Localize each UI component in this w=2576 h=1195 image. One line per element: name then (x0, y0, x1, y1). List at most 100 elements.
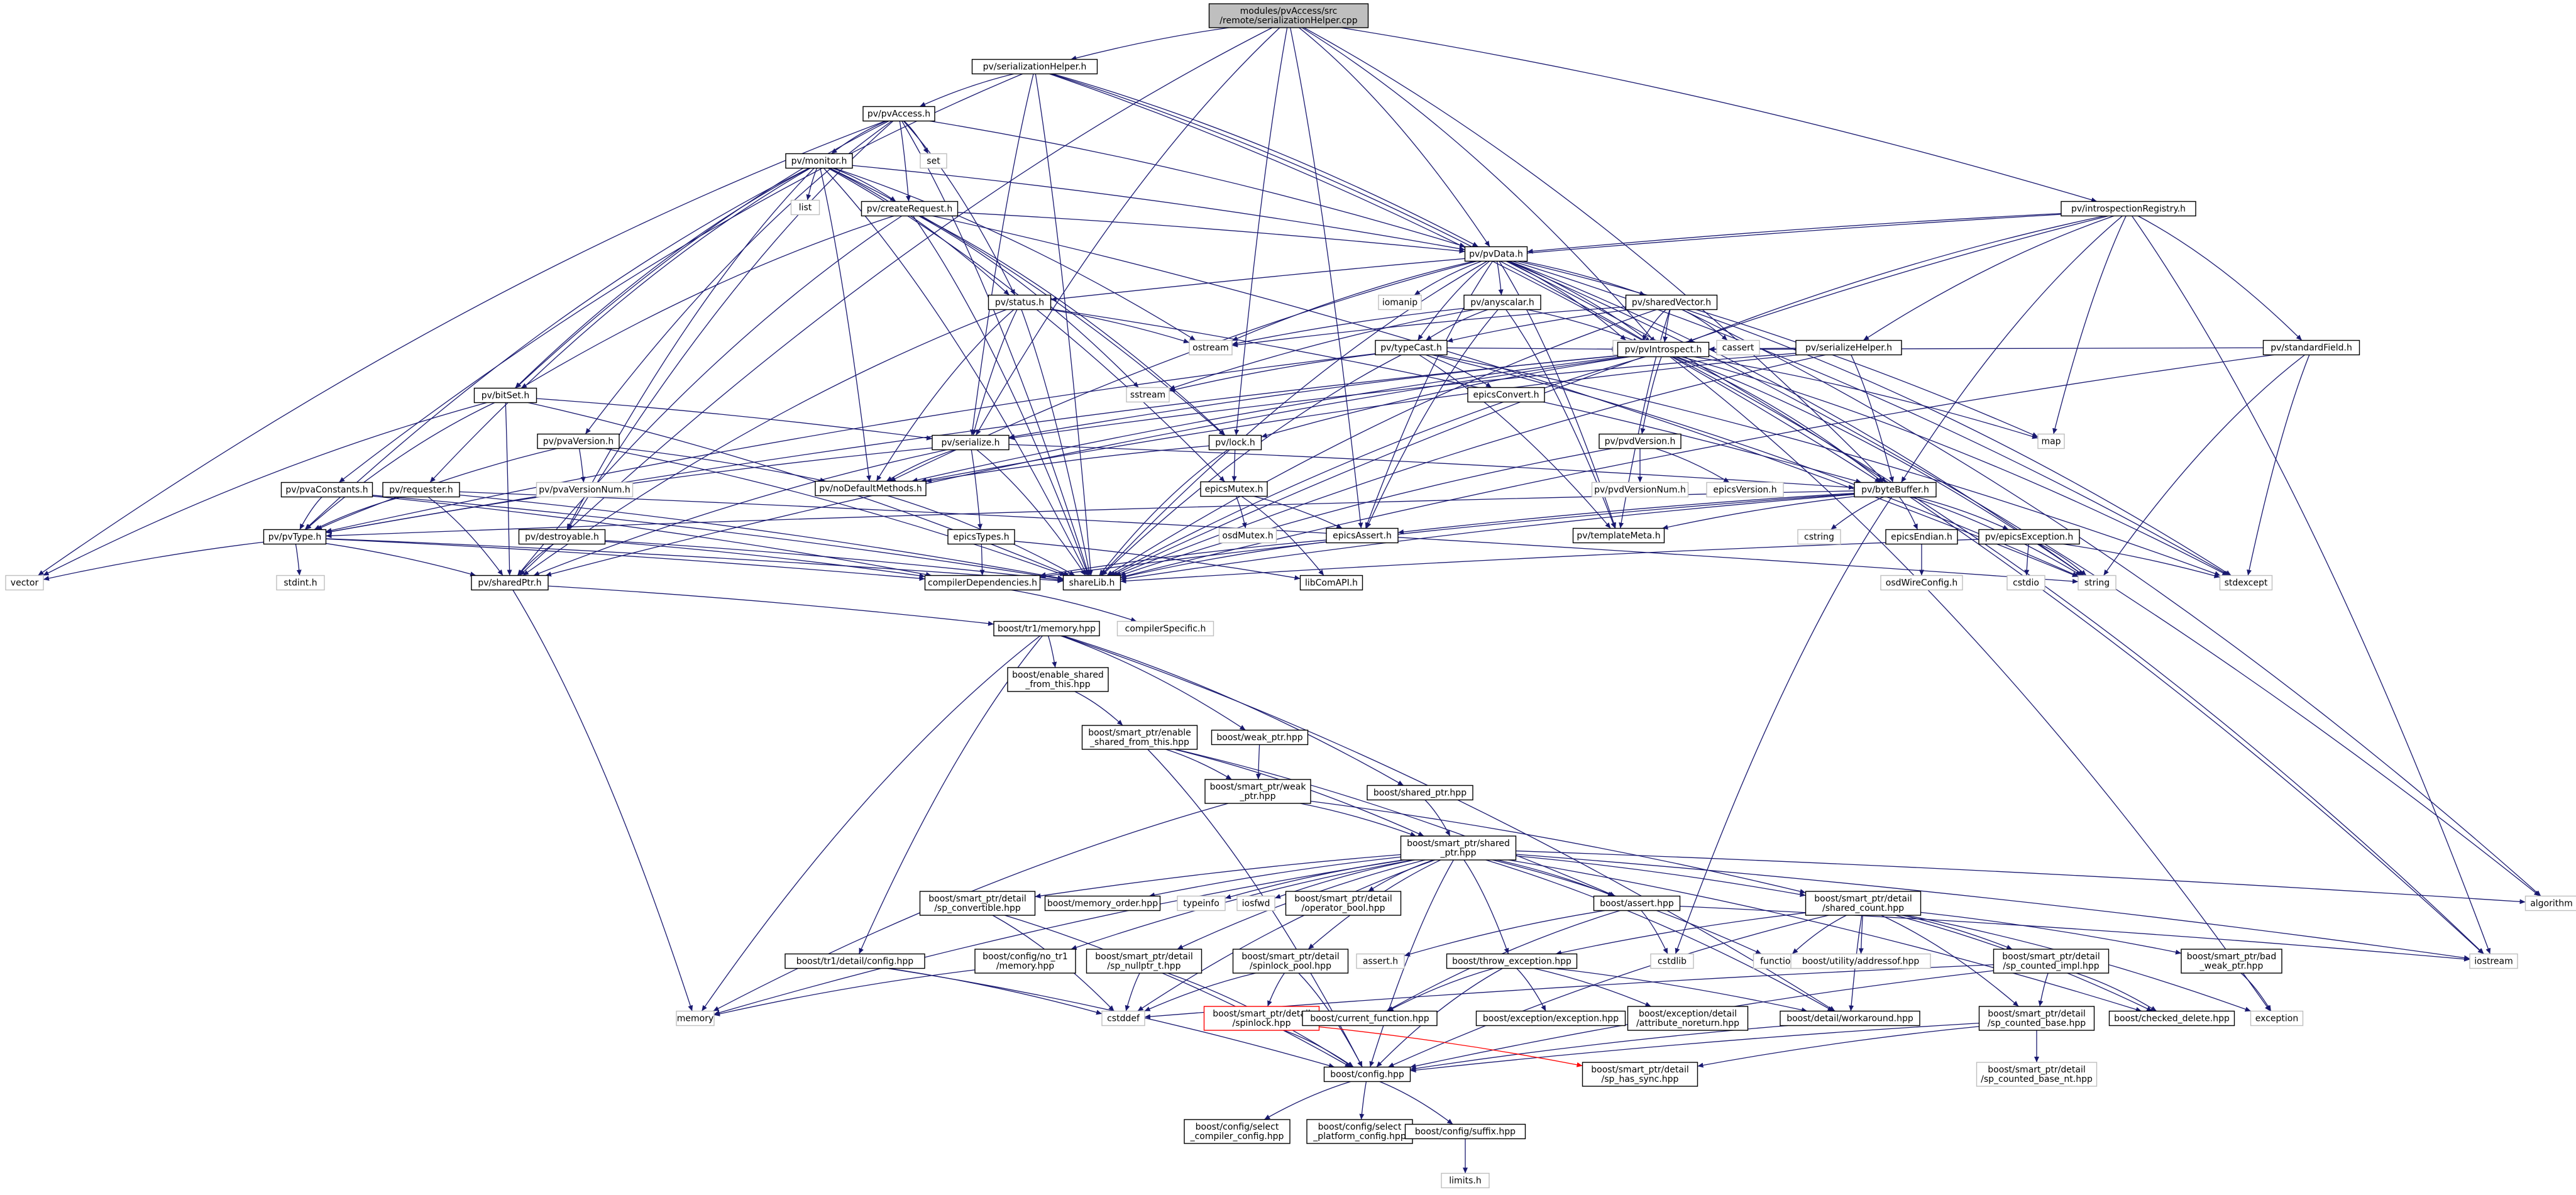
node-libComAPI[interactable]: libComAPI.h (1299, 575, 1363, 591)
node-checkedDelete[interactable]: boost/checked_delete.hpp (2108, 1010, 2235, 1027)
node-epicsConvert[interactable]: epicsConvert.h (1467, 387, 1545, 403)
node-epicsVersion[interactable]: epicsVersion.h (1706, 482, 1784, 498)
node-stdint[interactable]: stdint.h (276, 575, 325, 591)
node-bitSet[interactable]: pv/bitSet.h (473, 387, 537, 404)
node-cstdio[interactable]: cstdio (2006, 575, 2045, 591)
node-shareLib[interactable]: shareLib.h (1062, 575, 1121, 591)
node-spWeakPtr[interactable]: boost/smart_ptr/weak_ptr.hpp (1204, 779, 1311, 804)
node-typeinfo[interactable]: typeinfo (1177, 895, 1226, 911)
node-pvType[interactable]: pv/pvType.h (263, 529, 327, 545)
node-iosfwd[interactable]: iosfwd (1236, 895, 1275, 911)
node-set[interactable]: set (920, 153, 947, 169)
node-map[interactable]: map (2037, 433, 2065, 449)
node-noDefault[interactable]: pv/noDefaultMethods.h (815, 480, 927, 497)
node-pvSharedVector[interactable]: pv/sharedVector.h (1625, 294, 1718, 311)
node-suffix[interactable]: boost/config/suffix.hpp (1404, 1123, 1526, 1140)
node-cstdlib[interactable]: cstdlib (1650, 953, 1694, 969)
node-typeCast[interactable]: pv/typeCast.h (1375, 339, 1448, 356)
node-selectCompiler[interactable]: boost/config/select_compiler_config.hpp (1184, 1119, 1291, 1144)
node-serialize[interactable]: pv/serialize.h (932, 434, 1010, 451)
node-assertH[interactable]: assert.h (1356, 953, 1405, 969)
node-exception[interactable]: exception (2250, 1010, 2304, 1027)
node-root[interactable]: modules/pvAccess/src/remote/serializatio… (1208, 3, 1369, 28)
node-cstring[interactable]: cstring (1797, 529, 1841, 545)
node-byteBuffer[interactable]: pv/byteBuffer.h (1854, 482, 1937, 498)
node-monitor[interactable]: pv/monitor.h (785, 153, 853, 169)
node-spinlockHpp[interactable]: boost/smart_ptr/detail/spinlock.hpp (1203, 1006, 1320, 1031)
node-sstream[interactable]: sstream (1126, 387, 1170, 403)
node-pvAccess[interactable]: pv/pvAccess.h (862, 106, 935, 122)
node-lock[interactable]: pv/lock.h (1208, 434, 1262, 451)
node-serializeHelper[interactable]: pv/serializeHelper.h (1795, 339, 1902, 356)
node-spinlockPool[interactable]: boost/smart_ptr/detail/spinlock_pool.hpp (1232, 949, 1349, 974)
node-compilerDeps[interactable]: compilerDependencies.h (924, 575, 1041, 591)
node-iomanip[interactable]: iomanip (1378, 294, 1422, 311)
node-tr1memory[interactable]: boost/tr1/memory.hpp (993, 620, 1100, 637)
node-introReg[interactable]: pv/introspectionRegistry.h (2061, 201, 2196, 217)
node-currentFunction[interactable]: boost/current_function.hpp (1302, 1010, 1438, 1027)
node-box (1302, 1010, 1438, 1027)
node-pvAnyscalar[interactable]: pv/anyscalar.h (1463, 294, 1541, 311)
node-sharedPtrHpp[interactable]: boost/shared_ptr.hpp (1367, 785, 1473, 801)
node-weakPtrHpp[interactable]: boost/weak_ptr.hpp (1211, 729, 1309, 746)
node-operatorBool[interactable]: boost/smart_ptr/detail/operator_bool.hpp (1285, 891, 1402, 916)
node-countedBase[interactable]: boost/smart_ptr/detail/sp_counted_base.h… (1978, 1006, 2095, 1031)
node-compilerSpecific[interactable]: compilerSpecific.h (1116, 620, 1214, 637)
node-destroyable[interactable]: pv/destroyable.h (518, 529, 606, 545)
node-countedImpl[interactable]: boost/smart_ptr/detail/sp_counted_impl.h… (1993, 949, 2110, 974)
node-assertHpp[interactable]: boost/assert.hpp (1593, 895, 1681, 911)
node-throwException[interactable]: boost/throw_exception.hpp (1446, 953, 1578, 969)
node-epicsException[interactable]: pv/epicsException.h (1978, 529, 2080, 545)
node-attrNoreturn[interactable]: boost/exception/detail/attribute_noretur… (1627, 1006, 1749, 1031)
node-osdMutex[interactable]: osdMutex.h (1218, 527, 1277, 544)
node-exceptionHpp[interactable]: boost/exception/exception.hpp (1475, 1010, 1626, 1027)
node-cstddef[interactable]: cstddef (1101, 1010, 1145, 1027)
node-epicsTypes[interactable]: epicsTypes.h (947, 529, 1015, 545)
node-badWeakPtr[interactable]: boost/smart_ptr/bad_weak_ptr.hpp (2181, 949, 2282, 974)
node-tr1config[interactable]: boost/tr1/detail/config.hpp (784, 953, 925, 969)
node-pvaConstants[interactable]: pv/pvaConstants.h (280, 482, 373, 498)
node-status[interactable]: pv/status.h (988, 294, 1052, 311)
node-algorithm[interactable]: algorithm (2524, 895, 2576, 911)
node-string[interactable]: string (2078, 575, 2116, 591)
node-pvaVersionNum[interactable]: pv/pvaVersionNum.h (536, 482, 634, 498)
node-pvdVersionNum[interactable]: pv/pvdVersionNum.h (1591, 482, 1689, 498)
node-configHpp[interactable]: boost/config.hpp (1323, 1066, 1411, 1082)
node-selectPlatform[interactable]: boost/config/select_platform_config.hpp (1306, 1119, 1413, 1144)
node-noTr1[interactable]: boost/config/no_tr1/memory.hpp (974, 949, 1076, 974)
node-epicsAssert[interactable]: epicsAssert.h (1326, 527, 1399, 544)
node-spShared[interactable]: boost/smart_ptr/shared_ptr.hpp (1400, 835, 1517, 861)
node-stdexcept[interactable]: stdexcept (2219, 575, 2273, 591)
node-workaround[interactable]: boost/detail/workaround.hpp (1780, 1010, 1920, 1027)
node-standardField[interactable]: pv/standardField.h (2262, 339, 2360, 356)
node-pvaVersion[interactable]: pv/pvaVersion.h (537, 433, 620, 449)
node-limits[interactable]: limits.h (1441, 1172, 1490, 1189)
node-vector[interactable]: vector (5, 575, 44, 591)
node-pvdVersion[interactable]: pv/pvdVersion.h (1599, 433, 1682, 449)
node-templateMeta[interactable]: pv/templateMeta.h (1572, 527, 1665, 544)
node-enableShared[interactable]: boost/enable_shared_from_this.hpp (1007, 667, 1109, 692)
node-list[interactable]: list (790, 199, 820, 216)
node-osdWireConfig[interactable]: osdWireConfig.h (1880, 575, 1963, 591)
node-spNullptr[interactable]: boost/smart_ptr/detail/sp_nullptr_t.hpp (1086, 949, 1203, 974)
node-pvIntrospect[interactable]: pv/pvIntrospect.h (1617, 341, 1710, 358)
node-memory[interactable]: memory (676, 1010, 715, 1027)
node-serHelper[interactable]: pv/serializationHelper.h (971, 58, 1098, 75)
node-cassert[interactable]: cassert (1716, 339, 1760, 356)
node-memoryOrder[interactable]: boost/memory_order.hpp (1044, 895, 1161, 911)
node-spConvertible[interactable]: boost/smart_ptr/detail/sp_convertible.hp… (919, 891, 1036, 916)
node-addressof[interactable]: boost/utility/addressof.hpp (1790, 953, 1931, 969)
node-ostream[interactable]: ostream (1189, 339, 1233, 356)
node-createRequest[interactable]: pv/createRequest.h (861, 201, 959, 217)
node-epicsEndian[interactable]: epicsEndian.h (1885, 529, 1958, 545)
node-pvData[interactable]: pv/pvData.h (1464, 246, 1528, 262)
node-iostream[interactable]: iostream (2469, 953, 2518, 969)
node-epicsMutex[interactable]: epicsMutex.h (1200, 481, 1268, 497)
node-hasSync[interactable]: boost/smart_ptr/detail/sp_has_sync.hpp (1582, 1062, 1698, 1087)
node-requester[interactable]: pv/requester.h (382, 482, 460, 498)
node-spEnableShared[interactable]: boost/smart_ptr/enable_shared_from_this.… (1081, 725, 1198, 750)
node-sharedPtr[interactable]: pv/sharedPtr.h (471, 575, 549, 591)
node-sharedCount[interactable]: boost/smart_ptr/detail/shared_count.hpp (1805, 891, 1922, 916)
node-countedBaseNt[interactable]: boost/smart_ptr/detail/sp_counted_base_n… (1976, 1062, 2098, 1087)
node-box (1790, 953, 1931, 969)
